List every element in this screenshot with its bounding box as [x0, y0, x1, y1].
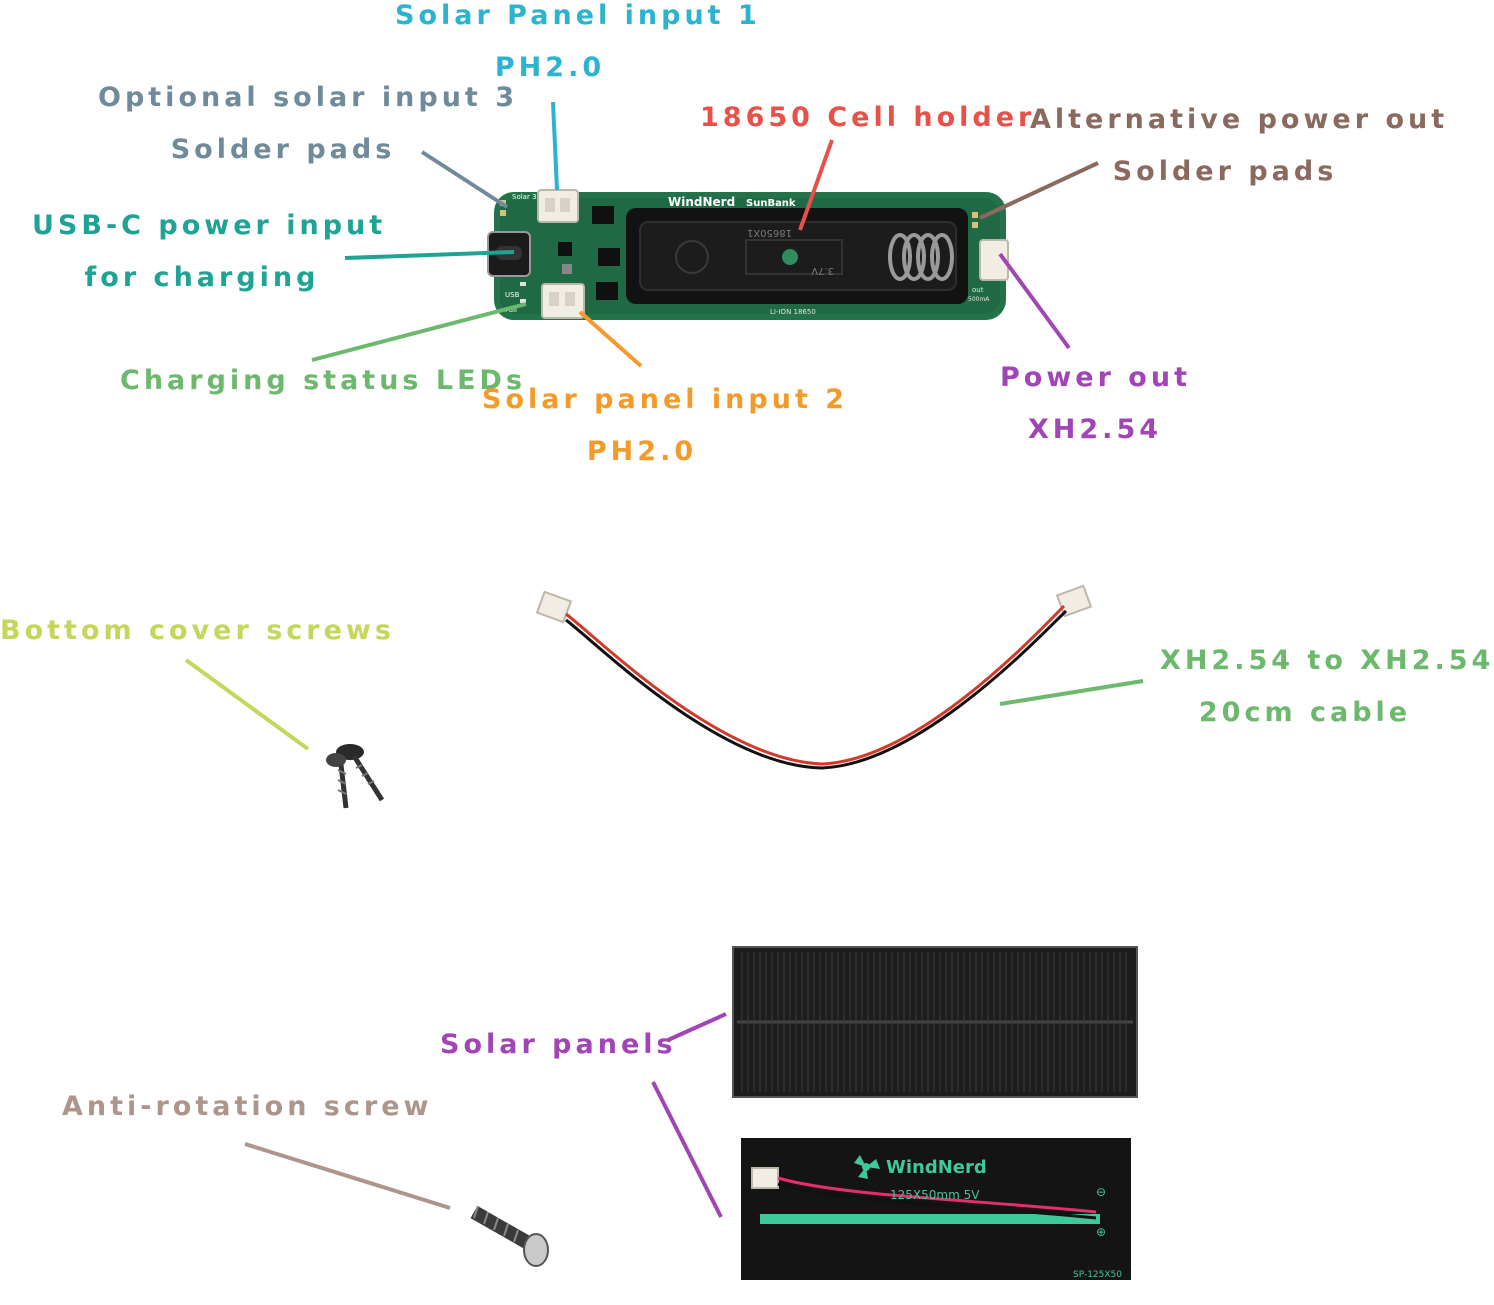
- panel-model: SP-125X50: [1073, 1270, 1122, 1280]
- label-bottom-screws-line1: Bottom cover screws: [0, 615, 395, 646]
- label-anti-rotation: Anti-rotation screw: [62, 1081, 433, 1133]
- label-power-out: Power out XH2.54: [1000, 352, 1190, 456]
- label-solar-input-1-line1: Solar Panel input 1: [395, 0, 761, 31]
- label-charging-leds: Charging status LEDs: [120, 355, 527, 407]
- label-cell-holder-line1: 18650 Cell holder: [700, 102, 1036, 133]
- leader-lines: [184, 101, 1144, 1218]
- panel-spec: 125X50mm 5V: [890, 1188, 980, 1202]
- label-power-out-line1: Power out: [1000, 362, 1191, 393]
- label-cell-holder: 18650 Cell holder: [700, 92, 1036, 144]
- label-alt-power-out-line1: Alternative power out: [1030, 104, 1449, 135]
- label-charging-leds-line1: Charging status LEDs: [120, 365, 527, 396]
- label-anti-rotation-line1: Anti-rotation screw: [62, 1091, 433, 1122]
- label-solar-input-2: Solar panel input 2 PH2.0: [482, 374, 849, 478]
- label-power-out-line2: XH2.54: [1027, 414, 1163, 445]
- solar-panel-back: WindNerd 125X50mm 5V SP-125X50 ⊖ ⊕: [741, 1138, 1131, 1280]
- label-usbc-input-line2: for charging: [84, 262, 320, 293]
- anti-rotation-screw: [470, 1205, 549, 1267]
- label-bottom-screws: Bottom cover screws: [0, 605, 395, 657]
- pcb-brand: WindNerd: [668, 195, 735, 209]
- pcb-cell-marking: 3.7V: [811, 265, 834, 276]
- label-solar-input-1-line2: PH2.0: [494, 52, 606, 83]
- label-optional-solar-3: Optional solar input 3 Solder pads: [98, 72, 519, 176]
- pcb-holder-marking: LI-ION 18650: [770, 308, 816, 316]
- label-cable: XH2.54 to XH2.54 20cm cable: [1160, 635, 1494, 739]
- label-solar-panels-line1: Solar panels: [440, 1029, 677, 1060]
- holder-spring: [888, 233, 954, 281]
- label-solar-input-2-line2: PH2.0: [586, 436, 698, 467]
- label-solar-input-1: Solar Panel input 1 PH2.0: [395, 0, 761, 94]
- label-optional-solar-3-line2: Solder pads: [170, 134, 396, 165]
- pcb-full-led-label: Full: [505, 306, 517, 314]
- label-usbc-input-line1: USB-C power input: [32, 210, 387, 241]
- pcb-out-current: 500mA: [968, 296, 990, 303]
- panel-brand: WindNerd: [886, 1157, 987, 1178]
- label-solar-panels: Solar panels: [440, 1019, 677, 1071]
- panel-logo-icon: [854, 1155, 880, 1179]
- panel-minus-symbol: ⊖: [1096, 1185, 1106, 1199]
- pcb-usb-led-label: USB: [505, 291, 520, 299]
- pcb-cell-type: 18650X1: [747, 227, 792, 238]
- solar-connector-2: [541, 283, 585, 319]
- solar-connector-1: [537, 189, 579, 223]
- pcb-solar-pad-label: Solar 3: [512, 193, 537, 201]
- panel-plus-symbol: ⊕: [1096, 1225, 1106, 1239]
- bottom-cover-screws: [326, 744, 385, 809]
- label-optional-solar-3-line1: Optional solar input 3: [98, 82, 519, 113]
- label-cable-line1: XH2.54 to XH2.54: [1160, 645, 1494, 676]
- pcb-product: SunBank: [746, 198, 796, 209]
- solar-panel-front: [732, 946, 1138, 1098]
- label-alt-power-out: Alternative power out Solder pads: [1030, 94, 1449, 198]
- xh-cable: [535, 584, 1093, 770]
- label-solar-input-2-line1: Solar panel input 2: [482, 384, 849, 415]
- power-out-connector: [979, 239, 1009, 281]
- pcb-out-label: out: [972, 286, 984, 294]
- kit-diagram: WindNerd SunBank Solar 3 USB Full 3.7V 1…: [184, 101, 1144, 1280]
- label-usbc-input: USB-C power input for charging: [32, 200, 387, 304]
- label-cable-line2: 20cm cable: [1198, 697, 1412, 728]
- pcb-board: WindNerd SunBank Solar 3 USB Full 3.7V 1…: [487, 189, 1009, 320]
- label-alt-power-out-line2: Solder pads: [1112, 156, 1338, 187]
